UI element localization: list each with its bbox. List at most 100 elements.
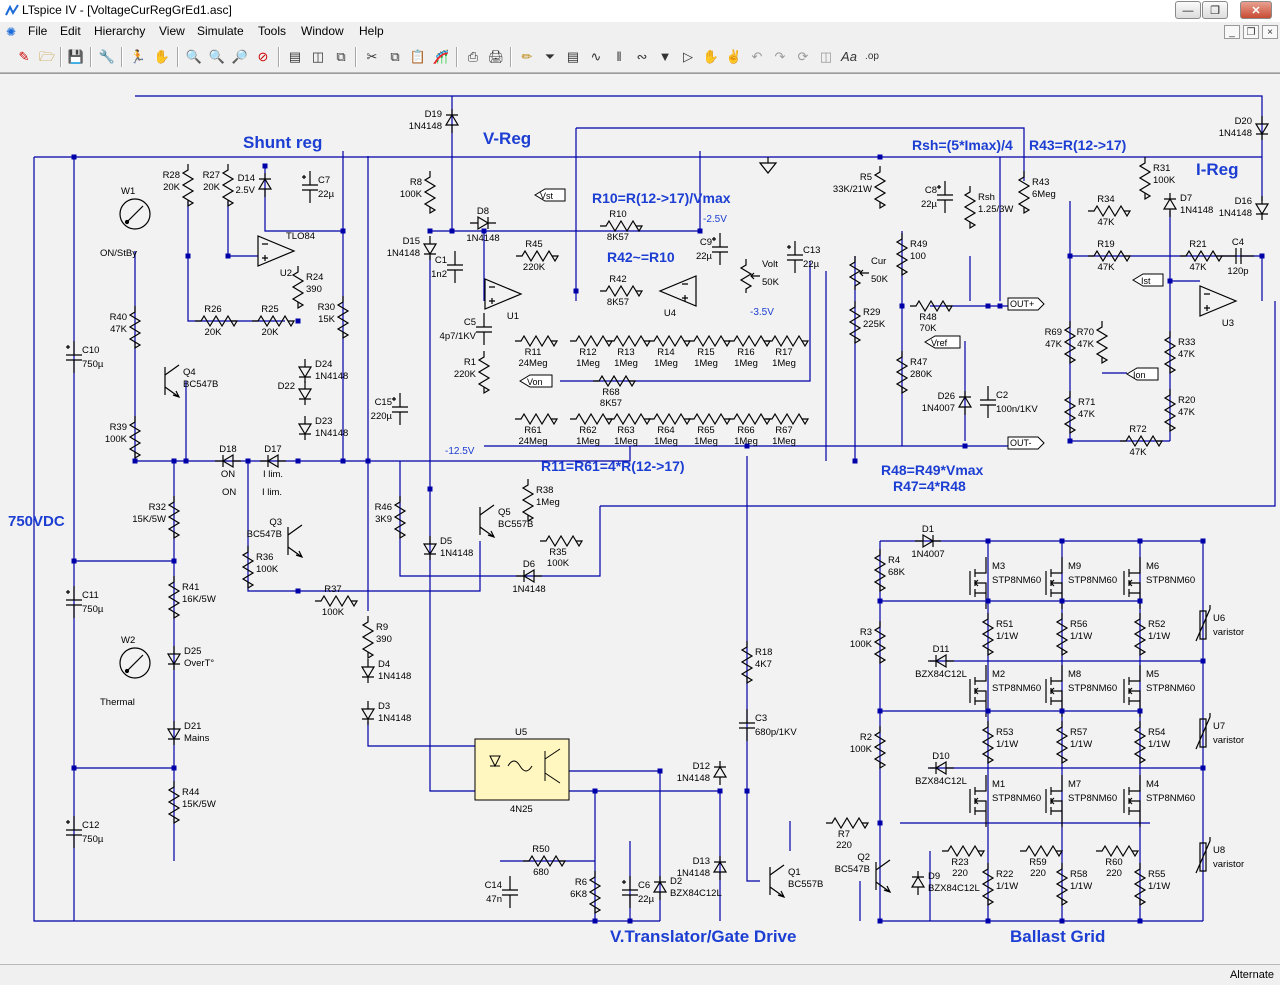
label-net-icon[interactable]: ▤ bbox=[566, 49, 580, 64]
transistor-q2[interactable] bbox=[875, 859, 892, 894]
resistor-r19[interactable] bbox=[1088, 249, 1132, 263]
diode-d10[interactable] bbox=[928, 760, 954, 776]
diode-d7[interactable] bbox=[1162, 193, 1178, 217]
transistor-q1[interactable] bbox=[769, 864, 786, 899]
capacitor-c6[interactable] bbox=[622, 876, 638, 908]
menu-simulate[interactable]: Simulate bbox=[197, 24, 244, 38]
resistor-r49[interactable] bbox=[895, 233, 909, 277]
resistor-r14[interactable] bbox=[648, 334, 692, 348]
zoom-in-icon[interactable]: 🔍 bbox=[185, 49, 203, 64]
component-icon[interactable]: ▷ bbox=[683, 49, 693, 64]
ground-icon[interactable]: ⏷ bbox=[544, 49, 556, 64]
copy-icon[interactable]: ⧉ bbox=[390, 49, 400, 64]
resistor-r3[interactable] bbox=[873, 621, 887, 665]
paste-icon[interactable]: 📋 bbox=[409, 49, 427, 64]
resistor-r66[interactable] bbox=[728, 412, 772, 426]
diode-d22[interactable] bbox=[297, 381, 313, 405]
resistor-r52[interactable] bbox=[1133, 613, 1147, 657]
diode-d1[interactable] bbox=[915, 533, 941, 549]
varistor-u6[interactable] bbox=[1195, 605, 1211, 642]
diode-d4[interactable] bbox=[360, 659, 376, 683]
resistor-r23[interactable] bbox=[942, 844, 986, 858]
mosfet-m5[interactable] bbox=[1123, 665, 1141, 717]
redo-icon[interactable]: ↷ bbox=[774, 49, 786, 64]
mosfet-m3[interactable] bbox=[969, 557, 987, 609]
resistor-r67[interactable] bbox=[766, 412, 810, 426]
resistor-r58[interactable] bbox=[1055, 863, 1069, 907]
print-setup-icon[interactable]: ⎙ bbox=[467, 49, 479, 64]
capacitor-c15[interactable] bbox=[392, 393, 408, 425]
resistor-r8[interactable] bbox=[423, 171, 437, 215]
resistor-r50[interactable] bbox=[523, 854, 567, 868]
diode-d24[interactable] bbox=[297, 359, 313, 383]
resistor-r28[interactable] bbox=[181, 164, 195, 208]
run-icon[interactable]: 🏃 bbox=[129, 49, 147, 64]
inductor-icon[interactable]: ∾ bbox=[636, 49, 648, 64]
capacitor-c13[interactable] bbox=[787, 241, 803, 273]
resistor-icon[interactable]: ∿ bbox=[590, 49, 602, 64]
netlabel-vst[interactable]: Vst bbox=[534, 188, 566, 202]
resistor-r48[interactable] bbox=[910, 299, 954, 313]
diode-d19[interactable] bbox=[444, 109, 460, 133]
resistor-r31[interactable] bbox=[1138, 157, 1152, 201]
resistor-r33[interactable] bbox=[1163, 331, 1177, 375]
resistor-r20[interactable] bbox=[1163, 389, 1177, 433]
capacitor-c8[interactable] bbox=[937, 181, 953, 213]
find-icon[interactable]: 🎢 bbox=[432, 49, 450, 64]
resistor-r27[interactable] bbox=[221, 164, 235, 208]
undo-icon[interactable]: ↶ bbox=[751, 49, 763, 64]
resistor-r55[interactable] bbox=[1133, 863, 1147, 907]
mosfet-m7[interactable] bbox=[1045, 775, 1063, 827]
mirror-icon[interactable]: ◫ bbox=[819, 49, 833, 64]
resistor-r13[interactable] bbox=[608, 334, 652, 348]
resistor-r35[interactable] bbox=[540, 534, 584, 548]
zoom-cancel-icon[interactable]: ⊘ bbox=[257, 49, 269, 64]
switch-w1[interactable] bbox=[119, 198, 151, 230]
close-button[interactable]: ✕ bbox=[1240, 1, 1272, 19]
zoom-out-icon[interactable]: 🔎 bbox=[231, 49, 249, 64]
resistor-r18[interactable] bbox=[740, 641, 754, 685]
resistor-r37[interactable] bbox=[315, 594, 359, 608]
capacitor-c5[interactable] bbox=[476, 313, 492, 345]
resistor-rsh[interactable] bbox=[963, 186, 977, 230]
resistor-r61[interactable] bbox=[515, 412, 559, 426]
capacitor-c1[interactable] bbox=[447, 251, 463, 283]
resistor-r63[interactable] bbox=[608, 412, 652, 426]
resistor-r21[interactable] bbox=[1180, 249, 1224, 263]
halt-icon[interactable]: ✋ bbox=[153, 49, 171, 64]
control-panel-icon[interactable]: 🔧 bbox=[98, 49, 116, 64]
mdi-close-button[interactable]: × bbox=[1262, 25, 1278, 39]
transistor-q3[interactable] bbox=[287, 524, 304, 559]
diode-d5[interactable] bbox=[422, 536, 438, 560]
diode-d20[interactable] bbox=[1254, 116, 1270, 140]
resistor-r34[interactable] bbox=[1088, 204, 1132, 218]
capacitor-c12[interactable] bbox=[66, 816, 82, 848]
resistor-r44[interactable] bbox=[167, 781, 181, 825]
resistor-r17[interactable] bbox=[766, 334, 810, 348]
capacitor-c10[interactable] bbox=[66, 341, 82, 373]
capacitor-c14[interactable] bbox=[502, 876, 518, 908]
resistor-r9[interactable] bbox=[361, 616, 375, 660]
menu-view[interactable]: View bbox=[159, 24, 185, 38]
tile-horizontal-icon[interactable]: ▤ bbox=[288, 49, 302, 64]
resistor-r22[interactable] bbox=[981, 863, 995, 907]
print-icon[interactable]: 🖨 bbox=[487, 49, 505, 64]
schematic[interactable]: R2820KR2720KD142.5VC722µW1ON/StByU2TLO84… bbox=[0, 74, 1280, 965]
resistor-r26[interactable] bbox=[195, 314, 239, 328]
diode-d26[interactable] bbox=[957, 391, 973, 415]
resistor-r36[interactable] bbox=[241, 546, 255, 590]
mosfet-m6[interactable] bbox=[1123, 557, 1141, 609]
resistor-r10[interactable] bbox=[600, 219, 644, 233]
resistor-r43[interactable] bbox=[1017, 171, 1031, 215]
menu-tools[interactable]: Tools bbox=[258, 24, 287, 38]
capacitor-icon[interactable]: ‖ bbox=[616, 49, 622, 64]
netlabel-out-plus[interactable]: OUT+ bbox=[1007, 297, 1045, 311]
resistor-r53[interactable] bbox=[981, 721, 995, 765]
netlabel-ist[interactable]: Ist bbox=[1132, 273, 1164, 287]
resistor-r71[interactable] bbox=[1063, 391, 1077, 435]
mosfet-m9[interactable] bbox=[1045, 557, 1063, 609]
open-icon[interactable]: 🗁 bbox=[38, 49, 56, 64]
menu-window[interactable]: Window bbox=[301, 24, 344, 38]
potentiometer-cur[interactable] bbox=[848, 256, 869, 290]
